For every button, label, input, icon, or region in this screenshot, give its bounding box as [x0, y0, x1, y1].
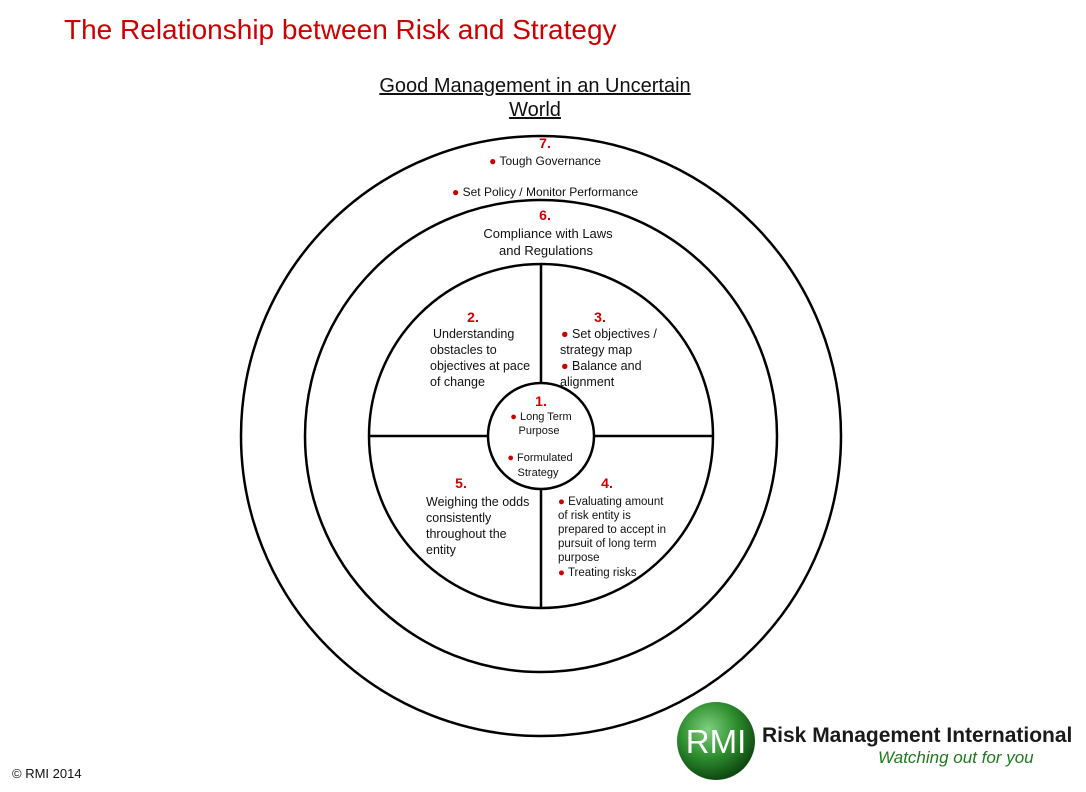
q4-number: 4. — [601, 475, 613, 491]
center-circle — [486, 381, 596, 491]
bullet-icon: ● — [558, 567, 568, 579]
q4-line-2: of risk entity is — [558, 510, 631, 522]
q2-line-1: Understanding — [433, 327, 514, 341]
ring6-number: 6. — [539, 207, 551, 223]
center-line-2: Purpose — [519, 425, 560, 437]
center-line-1-text: Long Term — [520, 411, 572, 423]
middle-ring-6 — [303, 198, 779, 674]
bullet-icon: ● — [507, 452, 517, 464]
center-number: 1. — [535, 393, 547, 409]
diagram-subtitle: Good Management in an Uncertain World — [379, 75, 691, 121]
bullet-icon: ● — [489, 154, 499, 168]
q2-number: 2. — [467, 309, 479, 325]
q4-line-1-text: Evaluating amount — [568, 496, 664, 508]
q2-line-3: objectives at pace — [430, 359, 530, 373]
outer-ring-7 — [239, 134, 843, 738]
ring7-item-1: ● Tough Governance — [489, 154, 601, 168]
ring7-item-1-text: Tough Governance — [499, 154, 601, 168]
q4-line-3: prepared to accept in — [558, 524, 666, 536]
q4-line-5: purpose — [558, 552, 600, 564]
q2-line-2: obstacles to — [430, 343, 497, 357]
copyright-notice: © RMI 2014 — [12, 766, 82, 781]
bullet-icon: ● — [561, 359, 572, 373]
q4-line-1: ● Evaluating amount — [558, 496, 664, 508]
center-line-3: ● Formulated — [507, 452, 572, 464]
slide-title: The Relationship between Risk and Strate… — [64, 14, 617, 45]
center-line-4: Strategy — [518, 467, 559, 479]
q3-line-2: strategy map — [560, 343, 632, 357]
center-line-1: ● Long Term — [510, 411, 571, 423]
company-name: Risk Management International — [762, 724, 1073, 747]
q2-line-4: of change — [430, 375, 485, 389]
q4-line-6: ● Treating risks — [558, 567, 637, 579]
q3-line-3-text: Balance and — [572, 359, 642, 373]
center-line-3-text: Formulated — [517, 452, 573, 464]
ring7-item-2-text: Set Policy / Monitor Performance — [463, 185, 639, 199]
bullet-icon: ● — [558, 496, 568, 508]
q5-line-1: Weighing the odds — [426, 495, 529, 509]
q3-line-1-text: Set objectives / — [572, 327, 657, 341]
q3-line-4: alignment — [560, 375, 615, 389]
q4-line-6-text: Treating risks — [568, 567, 637, 579]
q3-line-3: ● Balance and — [561, 359, 642, 373]
rmi-logo-mark: RMI — [686, 723, 747, 760]
ring7-item-2: ● Set Policy / Monitor Performance — [452, 185, 638, 199]
q3-number: 3. — [594, 309, 606, 325]
ring7-number: 7. — [539, 135, 551, 151]
bullet-icon: ● — [561, 327, 572, 341]
q3-line-1: ● Set objectives / — [561, 327, 657, 341]
company-tagline: Watching out for you — [878, 748, 1034, 767]
q5-line-4: entity — [426, 543, 457, 557]
q5-number: 5. — [455, 475, 467, 491]
q5-line-3: throughout the — [426, 527, 507, 541]
q4-line-4: pursuit of long term — [558, 538, 656, 550]
rmi-logo-icon — [677, 702, 755, 780]
bullet-icon: ● — [452, 185, 463, 199]
ring6-line-1: Compliance with Laws — [483, 226, 613, 241]
ring6-line-2: and Regulations — [499, 243, 593, 258]
q5-line-2: consistently — [426, 511, 492, 525]
bullet-icon: ● — [510, 411, 520, 423]
